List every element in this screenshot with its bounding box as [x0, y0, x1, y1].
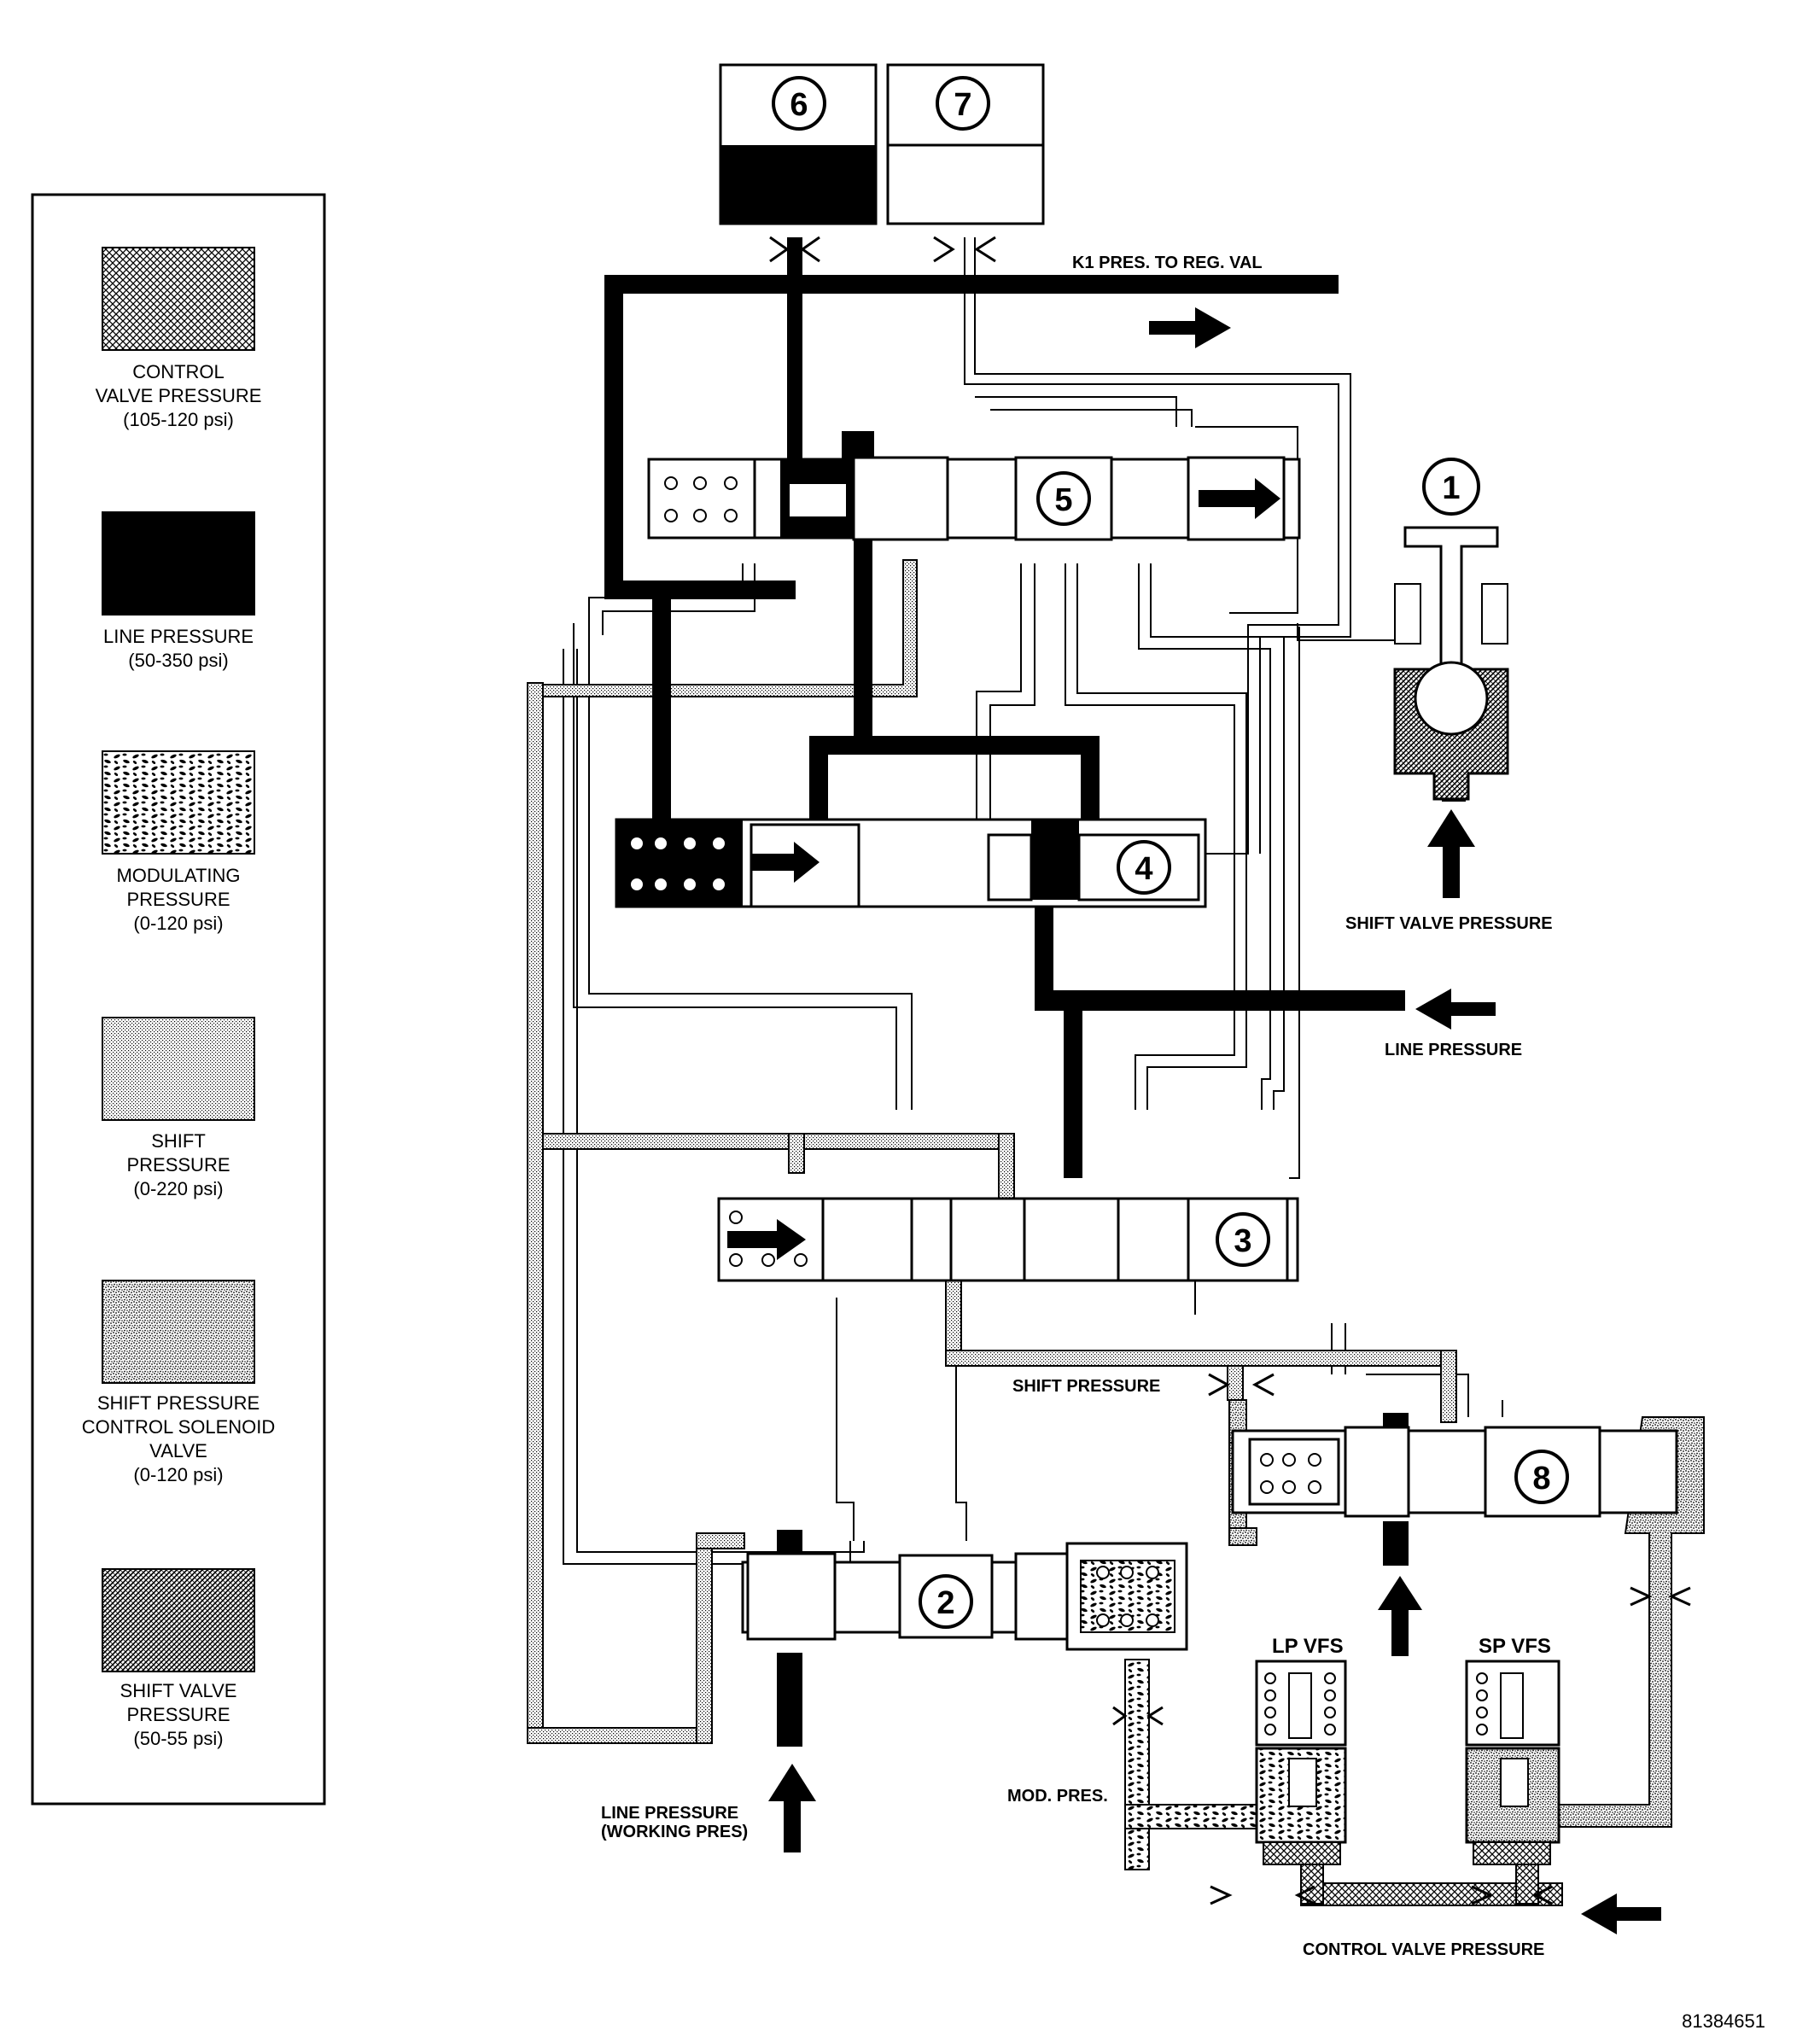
valve-3-number: 3 [1234, 1223, 1251, 1259]
legend-text-shift-2: PRESSURE [126, 1154, 230, 1176]
label-line-pressure-working-2: (WORKING PRES) [601, 1823, 748, 1841]
legend-item-modulating-pressure: MODULATING PRESSURE (0-120 psi) [102, 750, 255, 934]
valve-4-arrow-icon [751, 842, 820, 883]
legend-text-sv-3: (50-55 psi) [133, 1728, 223, 1749]
legend-text-shift-1: SHIFT [151, 1130, 206, 1152]
valve-8-number: 8 [1532, 1461, 1550, 1496]
label-lp-vfs: LP VFS [1272, 1635, 1344, 1658]
valve-2-badge [919, 1574, 973, 1629]
figure-id: 81384651 [1682, 2010, 1765, 2032]
valve-6-badge [772, 76, 826, 131]
legend-text-control-1: CONTROL [132, 361, 225, 382]
label-line-pressure-working-1: LINE PRESSURE [601, 1804, 738, 1823]
legend-text-sol-2: CONTROL SOLENOID [82, 1416, 276, 1438]
legend-text-mod-3: (0-120 psi) [133, 913, 223, 934]
flow-arrows [1149, 307, 1661, 1934]
legend-text-line-2: (50-350 psi) [128, 650, 228, 671]
valve-2-number: 2 [936, 1585, 954, 1621]
valve-8: 8 [1231, 1426, 1678, 1656]
legend-text-sv-1: SHIFT VALVE [120, 1680, 237, 1701]
valve-5-arrow-icon [1199, 478, 1280, 519]
valve-3-arrow-icon [727, 1219, 806, 1260]
valve-4-number: 4 [1135, 851, 1152, 887]
valve-7-box: 7 [886, 63, 1045, 225]
valve-5-spring-housing [647, 458, 756, 540]
valve-8-arrow-icon [1378, 1576, 1422, 1656]
label-control-valve-pressure: CONTROL VALVE PRESSURE [1303, 1940, 1544, 1959]
modulating-passages [1124, 1659, 1269, 1870]
valve-4-badge [1117, 840, 1171, 895]
valve-7-number: 7 [954, 87, 971, 123]
legend-item-line-pressure: LINE PRESSURE (50-350 psi) [102, 511, 255, 671]
legend-text-sv-2: PRESSURE [126, 1704, 230, 1725]
k1-arrow-icon [1149, 307, 1231, 348]
line-pressure-arrow-icon [1415, 989, 1496, 1030]
orifice-marks [769, 236, 1691, 1905]
legend-text-control-2: VALVE PRESSURE [96, 385, 262, 406]
legend-text-sol-4: (0-120 psi) [133, 1464, 223, 1485]
valve-1: 1 [1393, 458, 1509, 898]
legend-text-mod-2: PRESSURE [126, 889, 230, 910]
valve-3-badge [1216, 1212, 1270, 1267]
label-mod-pres: MOD. PRES. [1007, 1787, 1108, 1806]
legend-swatch-control [102, 247, 255, 351]
valve-1-number: 1 [1442, 470, 1460, 506]
legend-text-shift-3: (0-220 psi) [133, 1178, 223, 1199]
valve-1-badge [1422, 458, 1480, 516]
legend-swatch-shift [102, 1017, 255, 1121]
legend-text-mod-1: MODULATING [116, 865, 240, 886]
valve-2: 2 [741, 1542, 1188, 1852]
label-sp-vfs: SP VFS [1479, 1635, 1551, 1658]
legend-item-control-valve-pressure: CONTROL VALVE PRESSURE (105-120 psi) [96, 247, 262, 430]
shift-valve-arrow-icon [1427, 809, 1475, 898]
legend-item-shift-valve-pressure: SHIFT VALVE PRESSURE (50-55 psi) [102, 1568, 255, 1749]
valve-8-badge [1514, 1450, 1569, 1504]
lp-vfs-solenoid [1255, 1660, 1347, 1865]
legend-item-solenoid-pressure: SHIFT PRESSURE CONTROL SOLENOID VALVE (0… [82, 1280, 276, 1485]
valve-1-ball [1414, 661, 1489, 736]
legend-frame [31, 193, 326, 1806]
valve-5-number: 5 [1054, 482, 1072, 518]
legend-text-sol-1: SHIFT PRESSURE [97, 1392, 260, 1414]
control-valve-pressure-arrow-icon [1581, 1893, 1661, 1934]
valve-5: 5 [647, 456, 1301, 541]
label-line-pressure: LINE PRESSURE [1385, 1041, 1522, 1059]
legend-text-sol-3: VALVE [149, 1440, 207, 1461]
legend-swatch-shiftvalve [102, 1568, 255, 1672]
legend-text-line-1: LINE PRESSURE [103, 626, 254, 647]
legend-swatch-solenoid [102, 1280, 255, 1384]
valve-3: 3 [717, 1197, 1299, 1282]
valve-6-number: 6 [790, 87, 808, 123]
valve-7-badge [936, 76, 990, 131]
diagram-labels: K1 PRES. TO REG. VAL SHIFT VALVE PRESSUR… [601, 254, 1765, 2032]
legend-item-shift-pressure: SHIFT PRESSURE (0-220 psi) [102, 1017, 255, 1199]
legend: CONTROL VALVE PRESSURE (105-120 psi) LIN… [31, 193, 326, 1806]
label-k1-pres: K1 PRES. TO REG. VAL [1072, 254, 1263, 272]
valve-4: 4 [615, 818, 1207, 908]
legend-swatch-line [102, 511, 255, 616]
shift-pressure-passages [527, 559, 1457, 1744]
label-shift-valve-pressure: SHIFT VALVE PRESSURE [1345, 914, 1553, 933]
legend-text-control-3: (105-120 psi) [123, 409, 234, 430]
line-pressure-working-arrow-icon [768, 1764, 816, 1852]
label-shift-pressure: SHIFT PRESSURE [1012, 1377, 1160, 1396]
legend-swatch-modulating [102, 750, 255, 855]
valve-4-spring-housing [616, 820, 743, 907]
valve-5-badge [1036, 471, 1091, 526]
sp-vfs-solenoid [1465, 1660, 1560, 1865]
valve-6-box: 6 [719, 63, 878, 225]
